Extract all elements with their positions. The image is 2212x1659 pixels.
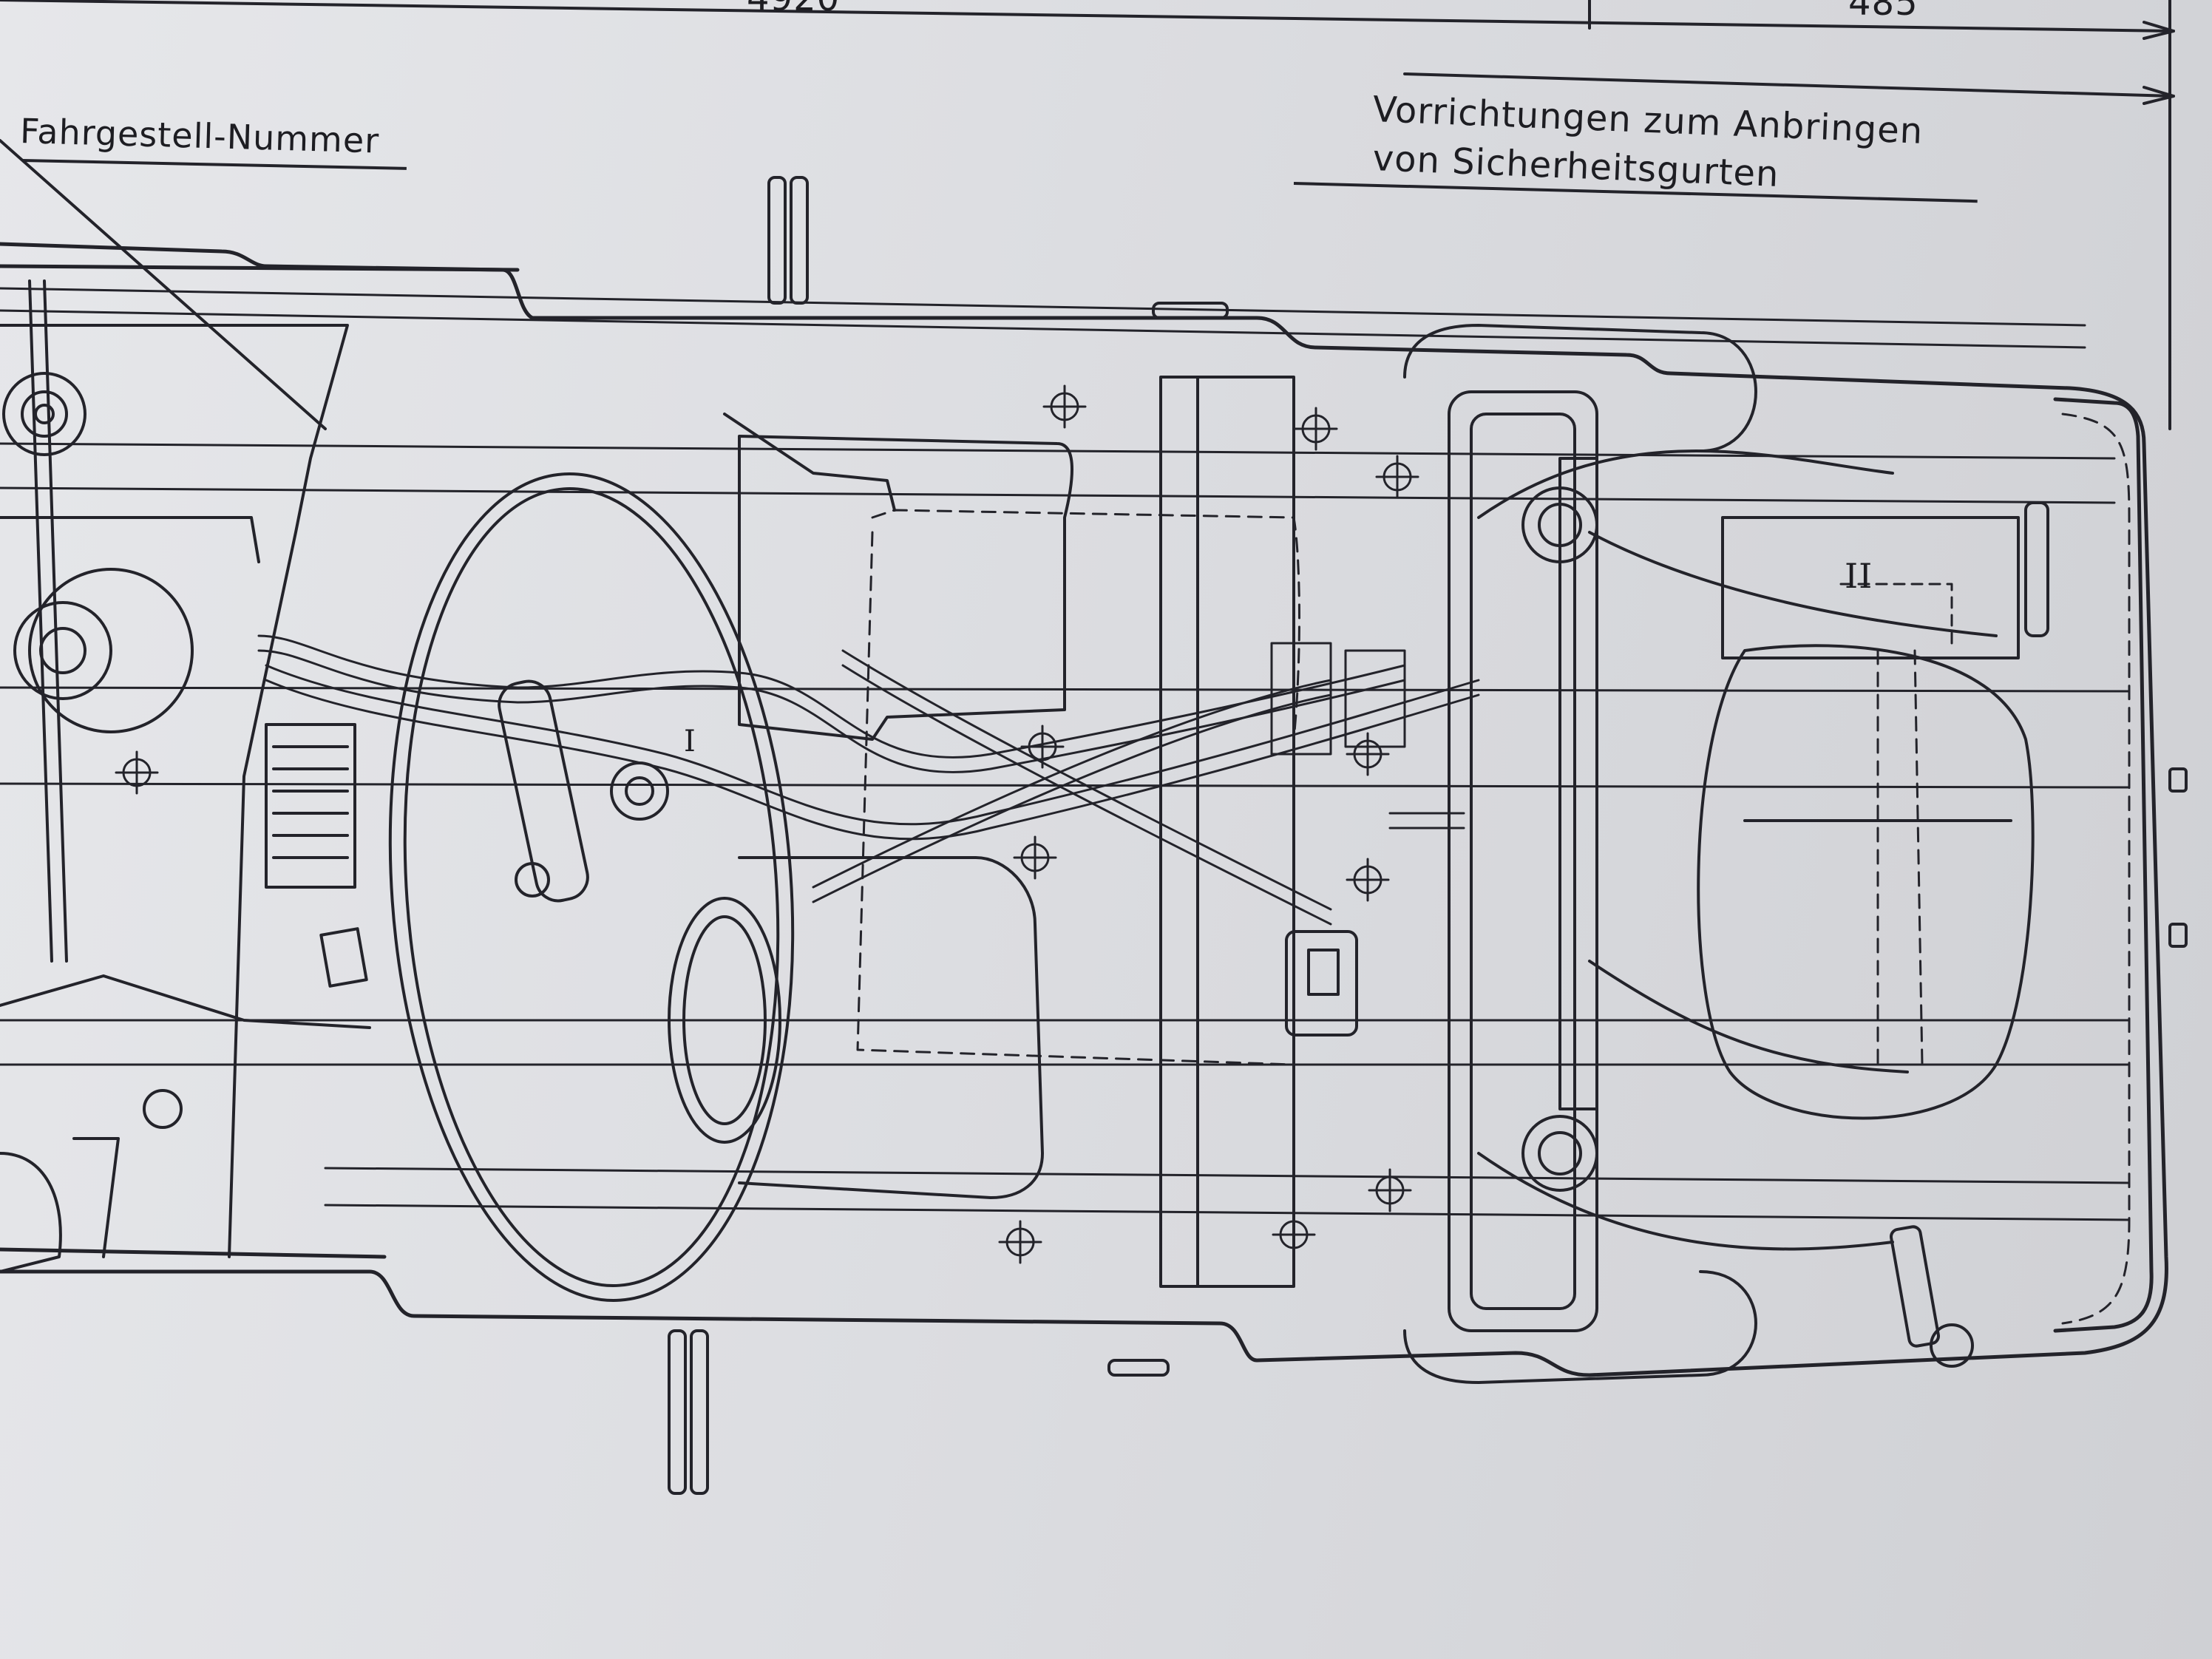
dimension-label-right: 485 bbox=[1848, 0, 1918, 24]
marker-roman-two: II bbox=[1845, 556, 1873, 596]
mounting-points bbox=[115, 384, 1419, 1264]
dimension-label-left: 4920 bbox=[747, 0, 840, 19]
dimension-lines bbox=[0, 0, 2175, 430]
spare-wheel bbox=[1697, 501, 2188, 1120]
wheel-wells bbox=[1403, 324, 1757, 1384]
exhaust-and-driveshaft bbox=[257, 634, 1480, 926]
marker-roman-one: I bbox=[684, 725, 696, 759]
floor-pan bbox=[738, 376, 1358, 1288]
front-engine-area bbox=[0, 279, 371, 1273]
seatbelt-anchors bbox=[668, 176, 1974, 1495]
front-seat-ring bbox=[388, 413, 896, 1302]
vehicle-body-outline bbox=[0, 242, 2168, 1377]
chassis-leader-line bbox=[0, 139, 327, 430]
rear-axle bbox=[1448, 390, 1998, 1332]
